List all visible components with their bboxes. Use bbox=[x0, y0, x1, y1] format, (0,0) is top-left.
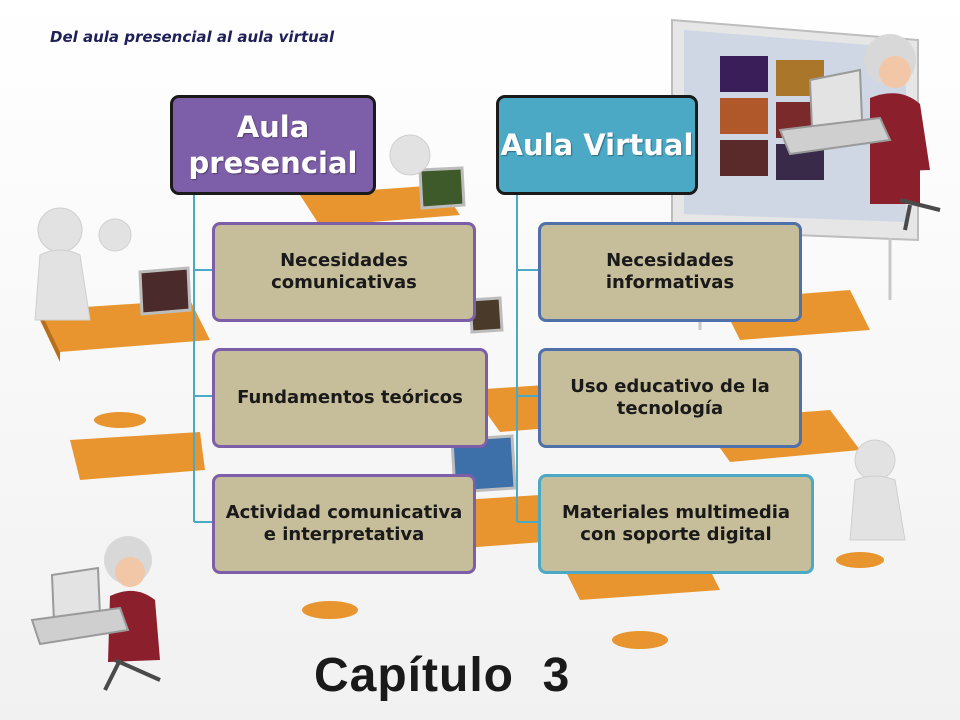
right-item-necesidades-informativas: Necesidades informativas bbox=[538, 222, 802, 322]
grandma-computer-clipart-top bbox=[778, 34, 941, 231]
laptops bbox=[138, 166, 517, 494]
right-item-uso-educativo: Uso educativo de la tecnología bbox=[538, 348, 802, 448]
left-item-actividad-comunicativa: Actividad comunicativa e interpretativa bbox=[212, 474, 476, 574]
chapter-title: Capítulo 3 bbox=[314, 649, 571, 702]
connector-lines bbox=[193, 195, 538, 523]
slide-subtitle: Del aula presencial al aula virtual bbox=[50, 28, 335, 46]
left-item-fundamentos-teoricos: Fundamentos teóricos bbox=[212, 348, 488, 448]
left-item-necesidades-comunicativas: Necesidades comunicativas bbox=[212, 222, 476, 322]
grandma-computer-clipart-bottom bbox=[30, 536, 161, 691]
right-item-materiales-multimedia: Materiales multimedia con soporte digita… bbox=[538, 474, 814, 574]
header-aula-presencial: Aula presencial bbox=[170, 95, 376, 195]
chairs bbox=[94, 412, 884, 649]
header-aula-virtual: Aula Virtual bbox=[496, 95, 698, 195]
